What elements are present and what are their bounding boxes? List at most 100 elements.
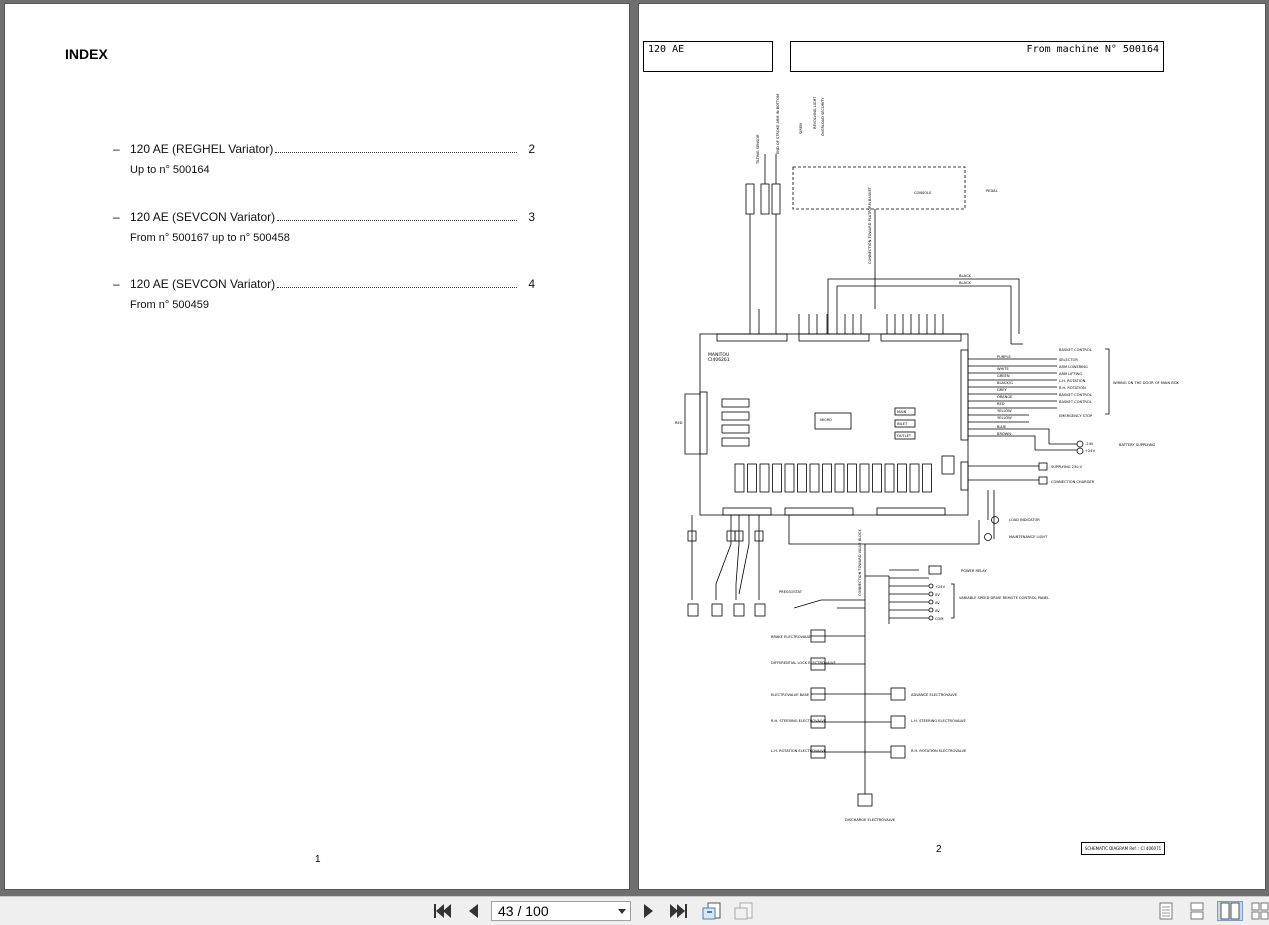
pin-label: AV: [935, 601, 940, 605]
toc-dash: –: [113, 277, 120, 291]
page-number: 2: [936, 844, 942, 855]
relay: [734, 463, 745, 493]
back-view-icon: [702, 902, 721, 920]
conn-basket-label: CONNECTION TOWARD PLATFORM BASKET: [868, 186, 872, 264]
valve-label: BRAKE ELECTROVALVE: [771, 635, 812, 639]
valve-label: L.H. STEERING ELECTROVALVE: [911, 719, 967, 723]
toc-title: 120 AE (REGHEL Variator): [130, 142, 274, 156]
valve-label: ELECTROVALVE BASE: [771, 693, 810, 697]
model-header: 120 AE: [643, 41, 773, 72]
schematic-page: 120 AE From machine N° 500164: [638, 3, 1266, 890]
forward-view-icon: [734, 902, 753, 920]
fuse-outlet-label: OUTLET: [897, 434, 912, 438]
right-label: SELECTOR: [1059, 358, 1078, 362]
toc-subtitle: From n° 500459: [130, 299, 209, 311]
toc-page-number: 4: [528, 277, 535, 291]
last-page-button[interactable]: [669, 901, 689, 921]
emergency-label: EMERGENCY STOP: [1059, 414, 1093, 418]
continuous-facing-icon: [1251, 902, 1269, 920]
speed-panel-label: VARIABLE SPEED DRIVE REMOTE CONTROL PANE…: [959, 596, 1049, 600]
page-number-field[interactable]: 43 / 100: [491, 901, 631, 921]
valve-label: ADVANCE ELECTROVALVE: [911, 693, 958, 697]
wire-color: GREY: [997, 388, 1008, 392]
supply-label: SUPPLYING 230 V: [1051, 465, 1083, 469]
toc-subtitle: From n° 500167 up to n° 500458: [130, 232, 290, 244]
toc-leader: [277, 220, 517, 221]
machine-header: From machine N° 500164: [790, 41, 1164, 72]
page-number: 1: [315, 854, 321, 865]
v-minus-label: -24V: [1085, 442, 1094, 446]
relay: [747, 463, 757, 493]
toc-dash: –: [113, 142, 120, 156]
toc-dash: –: [113, 210, 120, 224]
right-label: BASKET CONTROL: [1059, 393, 1092, 397]
relay: [847, 463, 857, 493]
pin-label: 0V: [935, 593, 940, 597]
fuse-inlet-label: INLET: [897, 422, 908, 426]
valve-label: L.H. ROTATION ELECTROVALVE: [771, 749, 827, 753]
v-plus-label: +24V: [1085, 449, 1096, 453]
black-wire-label: BLACK: [959, 281, 971, 285]
toc-leader: [277, 287, 517, 288]
battery-label: BATTERY SUPPLYING: [1119, 443, 1156, 447]
wire-color: GREEN: [997, 374, 1010, 378]
single-page-view-button[interactable]: [1156, 901, 1176, 921]
load-label: LOAD INDICATOR: [1009, 518, 1040, 522]
continuous-page-icon: [1190, 902, 1204, 920]
previous-page-button[interactable]: [463, 901, 483, 921]
right-label: ARM LOWERING: [1059, 365, 1088, 369]
relay: [872, 463, 882, 493]
wire-color: BROWN: [997, 432, 1011, 436]
single-page-icon: [1159, 902, 1173, 920]
console-label: CONSOLE: [914, 191, 932, 195]
index-page: INDEX – 120 AE (REGHEL Variator) 2 Up to…: [4, 3, 630, 890]
wire-color: YELLOW: [997, 409, 1012, 413]
toc-page-number: 3: [528, 210, 535, 224]
toc-page-number: 2: [528, 142, 535, 156]
fuse-main-label: MAIN: [897, 410, 907, 414]
next-page-button[interactable]: [639, 901, 659, 921]
toc-entry[interactable]: – 120 AE (SEVCON Variator) 3 From n° 500…: [113, 210, 535, 244]
chevron-down-icon[interactable]: [618, 909, 626, 914]
relay: [772, 463, 782, 493]
tilting-sensor-label: TILTING SENSOR: [756, 134, 760, 165]
relay: [884, 463, 895, 493]
relay: [809, 463, 820, 493]
wire-color: BLACK/G: [997, 381, 1013, 385]
previous-page-icon: [469, 904, 478, 918]
toc-title: 120 AE (SEVCON Variator): [130, 210, 276, 224]
last-page-icon: [670, 904, 687, 918]
continuous-view-button[interactable]: [1187, 901, 1207, 921]
relay: [909, 463, 920, 493]
toc-leader: [275, 152, 517, 153]
next-page-icon: [644, 904, 653, 918]
relay: [759, 463, 770, 493]
valve-label: R.H. STEERING ELECTROVALVE: [771, 719, 827, 723]
continuous-facing-view-button[interactable]: [1250, 901, 1269, 921]
discharge-label: DISCHARGE ELECTROVALVE: [845, 818, 896, 822]
reference-box: SCHEMATIC DIAGRAM Ref. : CI 406071: [1081, 842, 1165, 855]
right-label: ARM LIFTING: [1059, 372, 1082, 376]
red-label: RED: [675, 421, 683, 425]
wiring-box-label: WIRING ON THE DOOR OF MAIN BOX: [1113, 381, 1179, 385]
overload-label: OVERLOAD SECURITY: [821, 97, 825, 136]
toc-entry[interactable]: – 120 AE (SEVCON Variator) 4 From n° 500…: [113, 277, 535, 311]
wire-color: WHITE: [997, 367, 1010, 371]
wire-color: RED: [997, 402, 1005, 406]
facing-pages-icon: [1220, 902, 1240, 920]
document-viewer[interactable]: INDEX – 120 AE (REGHEL Variator) 2 Up to…: [0, 0, 1269, 896]
valve-label: DIFFERENTIAL LOCK ELECTROVALVE: [771, 661, 837, 665]
go-forward-view-button[interactable]: [734, 901, 754, 921]
first-page-button[interactable]: [432, 901, 452, 921]
wire-color: BLUE: [997, 425, 1007, 429]
facing-view-button[interactable]: [1217, 901, 1243, 921]
relay: [834, 463, 845, 493]
relay: [797, 463, 807, 493]
go-back-view-button[interactable]: [702, 901, 722, 921]
toc-entry[interactable]: – 120 AE (REGHEL Variator) 2 Up to n° 50…: [113, 142, 535, 176]
revolving-light-label: REVOLVING LIGHT: [813, 96, 817, 129]
relay: [784, 463, 795, 493]
right-label: BASKET CONTROL: [1059, 400, 1092, 404]
